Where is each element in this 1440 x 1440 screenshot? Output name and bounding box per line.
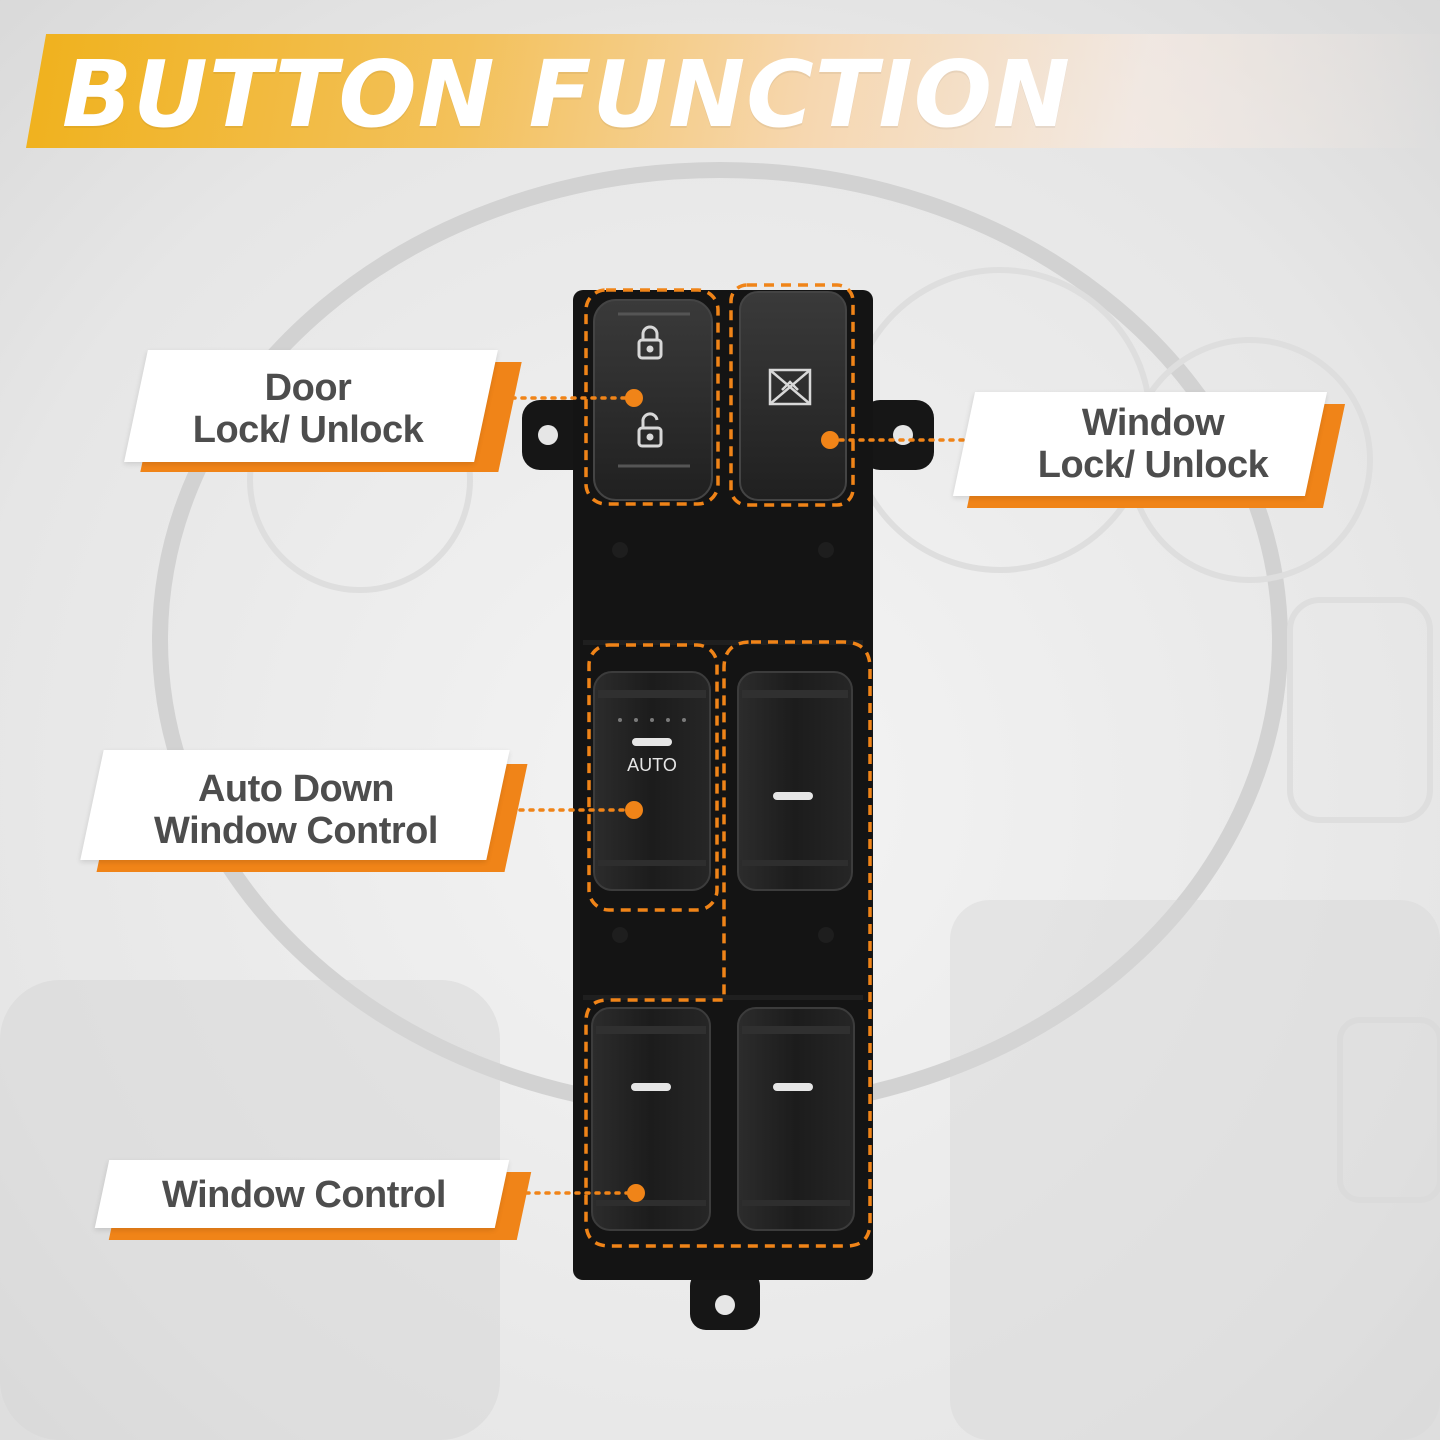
window-lock-dot-a [821,431,839,449]
auto-down-line-2: Window Control [154,810,438,852]
window-lock-line-2: Lock/ Unlock [1037,444,1269,486]
window-lock-highlight [729,283,855,507]
mounting-ear-right [862,400,934,470]
mounting-ear-bottom [690,1270,760,1330]
auto-down-line-1: Auto Down [197,768,395,810]
callout-window-control: Window Control [94,1158,532,1240]
unlock-icon [637,412,663,448]
auto-down-dot-b [625,801,643,819]
window-lock-button [739,291,847,501]
window-lock-line-1: Window [1081,402,1225,444]
door-lock-dot-b [625,389,643,407]
page-title: BUTTON FUNCTION [62,41,1071,148]
window-control-line-1: Window Control [162,1174,446,1216]
front-right-window-button [737,671,853,891]
rear-right-window-button [737,1007,855,1231]
auto-label: AUTO [627,755,677,775]
door-lock-line-1: Door [264,367,352,409]
auto-down-highlight [587,643,719,912]
door-lock-line-2: Lock/ Unlock [192,409,424,451]
callout-window-lock: Window Lock/ Unlock [952,390,1346,508]
door-lock-highlight [584,288,720,506]
window-control-dot-b [627,1184,645,1202]
window-control-highlight [584,640,872,1248]
auto-down-window-button [593,671,711,891]
rear-left-window-button [591,1007,711,1231]
door-lock-button [593,299,713,501]
callout-door-lock: Door Lock/ Unlock [124,346,522,472]
window-lock-icon [768,368,812,406]
callout-auto-down: Auto Down Window Control [80,748,528,872]
lock-icon [637,325,663,360]
